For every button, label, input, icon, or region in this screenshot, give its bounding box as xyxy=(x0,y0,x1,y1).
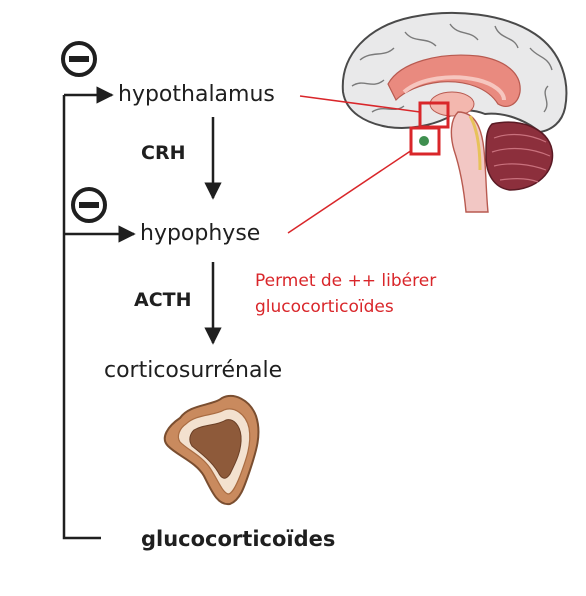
minus-circle-icon xyxy=(61,41,97,77)
label-crh: CRH xyxy=(141,142,186,164)
corpus-callosum xyxy=(387,54,521,107)
hypophyse-connector xyxy=(287,149,413,234)
brainstem xyxy=(450,111,489,213)
annotation-text: Permet de ++ libérer glucocorticoïdes xyxy=(255,268,475,320)
annotation-line-1: Permet de ++ libérer xyxy=(255,271,437,291)
hypophyse-highlight xyxy=(409,126,441,156)
adrenal-inner xyxy=(189,419,242,479)
label-acth: ACTH xyxy=(134,289,192,311)
label-glucocorticoides: glucocorticoïdes xyxy=(141,527,336,551)
annotation-line-2: glucocorticoïdes xyxy=(255,297,394,317)
pituitary xyxy=(419,136,429,146)
hypothalamus-connector xyxy=(299,95,421,113)
label-corticosurrenale: corticosurrénale xyxy=(104,358,283,383)
feedback-loop-line xyxy=(62,95,101,540)
minus-circle-icon xyxy=(71,187,107,223)
label-hypothalamus: hypothalamus xyxy=(118,82,275,107)
cerebellum xyxy=(485,121,554,191)
label-hypophyse: hypophyse xyxy=(140,221,261,246)
